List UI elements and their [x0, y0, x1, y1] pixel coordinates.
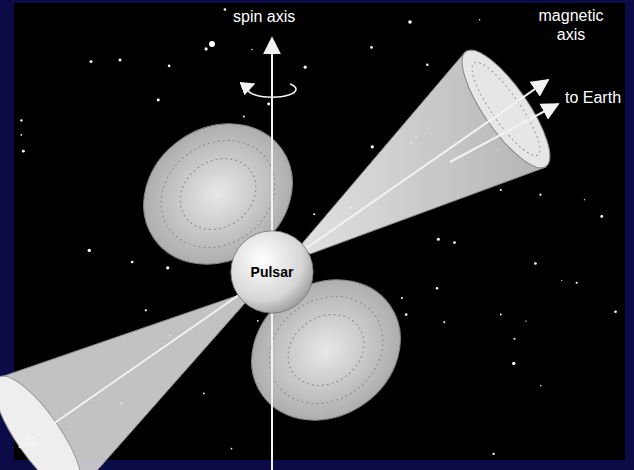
emission-cone [0, 295, 245, 470]
star [371, 145, 374, 148]
star [243, 116, 245, 118]
star [436, 287, 438, 289]
star [492, 453, 494, 455]
star [479, 19, 480, 20]
star [408, 20, 412, 24]
magnetic-axis-arrow [20, 272, 272, 447]
star [304, 66, 307, 69]
pulsar-sphere: Pulsar [230, 230, 314, 314]
star [119, 59, 122, 62]
emission-cone [300, 39, 564, 254]
star [370, 46, 373, 49]
star [231, 448, 233, 450]
star [500, 314, 502, 316]
earth-direction-arrow [450, 104, 558, 162]
star [614, 310, 617, 313]
star [443, 321, 445, 323]
star [600, 215, 603, 218]
magnetic-axis-arrow [272, 80, 548, 272]
star [539, 194, 541, 196]
star [251, 49, 252, 50]
star [131, 261, 134, 264]
star [203, 393, 205, 395]
star [426, 63, 428, 65]
star [584, 199, 585, 200]
star [166, 266, 169, 269]
star [22, 150, 25, 153]
star [205, 47, 208, 50]
star [90, 60, 93, 63]
node-label: Pulsar [251, 264, 294, 280]
star [500, 189, 502, 191]
star [561, 280, 562, 281]
star [437, 238, 440, 241]
star [257, 320, 259, 322]
rotation-arrow [248, 84, 296, 97]
star [157, 99, 160, 102]
star [20, 134, 22, 136]
star [514, 338, 516, 340]
star [88, 249, 91, 252]
star [534, 262, 537, 265]
star [525, 320, 526, 321]
direction-label: to Earth [562, 88, 624, 107]
star [267, 103, 270, 106]
star [145, 309, 147, 311]
star [512, 362, 515, 365]
star [540, 385, 541, 386]
star [401, 297, 403, 299]
star [453, 241, 456, 244]
star [576, 282, 578, 284]
star [209, 41, 215, 47]
star [313, 213, 315, 215]
star [224, 8, 227, 11]
star [168, 64, 171, 67]
axis-label: spin axis [230, 7, 298, 26]
star [20, 119, 22, 121]
axis-label: magnetic axis [526, 6, 616, 44]
star [405, 313, 408, 316]
